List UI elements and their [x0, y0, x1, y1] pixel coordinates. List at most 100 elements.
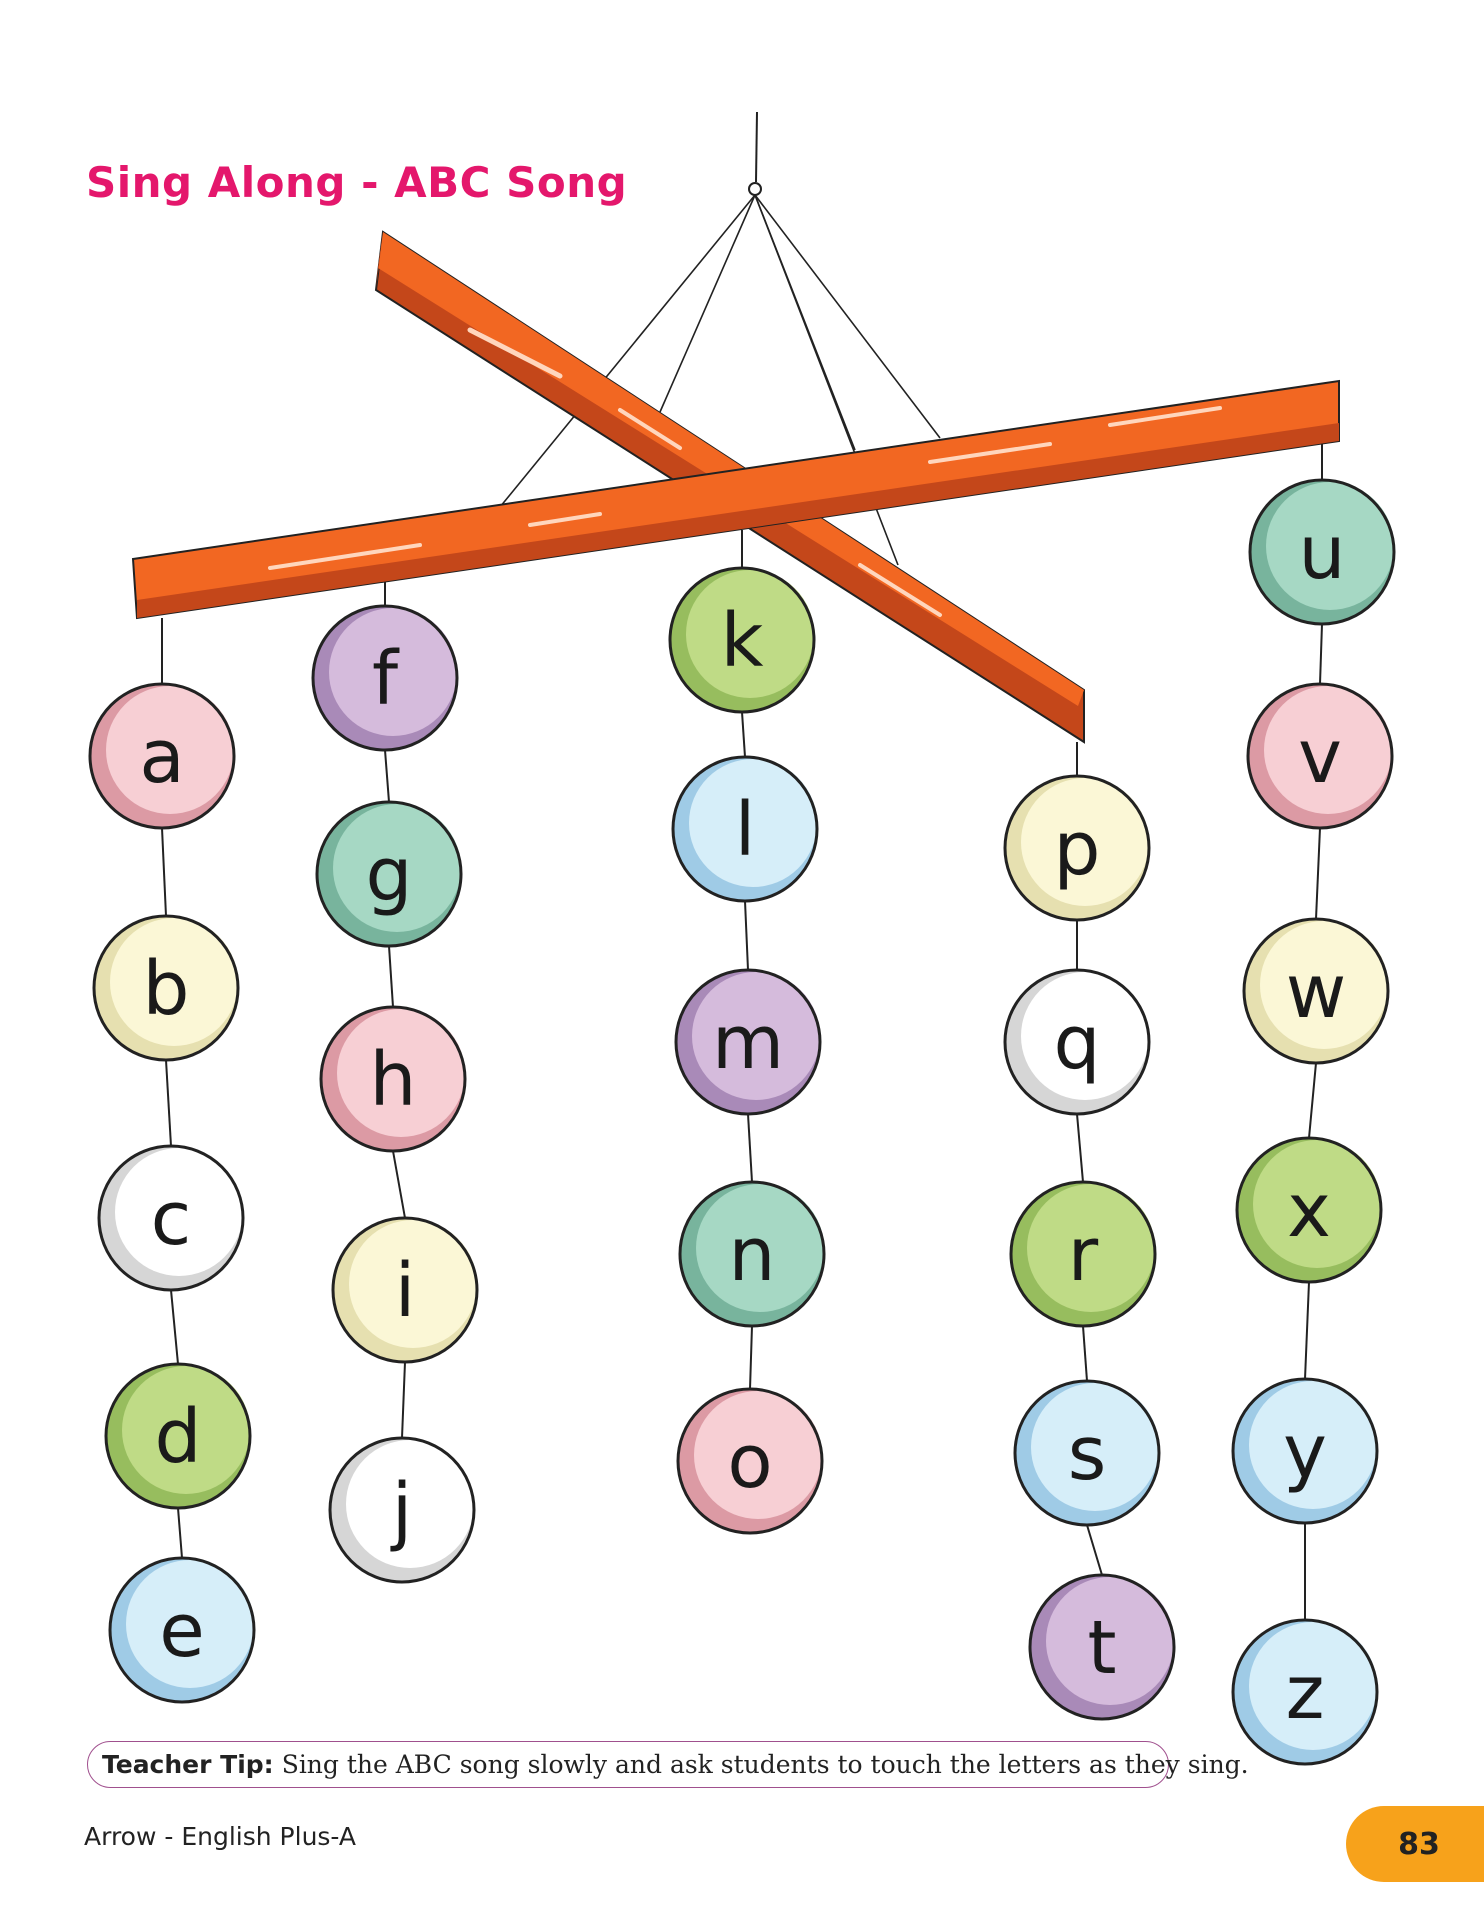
- letter-ball-n[interactable]: n: [678, 1180, 826, 1328]
- letter-ball-r[interactable]: r: [1009, 1180, 1157, 1328]
- letter-ball-o[interactable]: o: [676, 1387, 824, 1535]
- ball-letter: r: [1068, 1212, 1099, 1298]
- mobile-bars: [131, 111, 1340, 744]
- ball-outline: [328, 1436, 476, 1584]
- letter-ball-d[interactable]: d: [104, 1362, 252, 1510]
- ball-letter: u: [1299, 510, 1346, 596]
- ball-outline: [1231, 1377, 1379, 1525]
- letter-ball-i[interactable]: i: [331, 1216, 479, 1364]
- teacher-tip-text: Sing the ABC song slowly and ask student…: [281, 1750, 1249, 1779]
- hook-ring: [748, 182, 762, 196]
- ball-letter: p: [1054, 806, 1101, 892]
- ball-face: [1031, 1383, 1159, 1511]
- string-segment: [177, 1507, 183, 1559]
- ball-letter: a: [139, 714, 184, 800]
- hanging-strings: [161, 441, 1323, 1620]
- ball-letter: c: [151, 1176, 192, 1262]
- ball-face: [1253, 1140, 1381, 1268]
- ball-face: [696, 1184, 824, 1312]
- ball-face: [1021, 778, 1149, 906]
- ball-outline: [1013, 1379, 1161, 1527]
- letter-ball-c[interactable]: c: [97, 1144, 245, 1292]
- ball-outline: [108, 1556, 256, 1704]
- letter-ball-b[interactable]: b: [92, 914, 240, 1062]
- ball-face: [686, 570, 814, 698]
- ball-face: [1027, 1184, 1155, 1312]
- ball-letter: z: [1286, 1650, 1325, 1736]
- letter-ball-f[interactable]: f: [311, 604, 459, 752]
- page-number: 83: [1398, 1826, 1440, 1862]
- letter-ball-h[interactable]: h: [319, 1005, 467, 1153]
- ball-letter: s: [1068, 1411, 1107, 1497]
- ball-face: [329, 608, 457, 736]
- ball-outline: [88, 682, 236, 830]
- string-segment: [388, 945, 394, 1008]
- letter-ball-q[interactable]: q: [1003, 968, 1151, 1116]
- ball-outline: [1246, 682, 1394, 830]
- string-segment: [401, 1361, 406, 1439]
- ball-letter: q: [1054, 1000, 1101, 1086]
- ball-outline: [1028, 1573, 1176, 1721]
- string-segment: [384, 749, 390, 803]
- ball-letter: w: [1286, 949, 1347, 1035]
- string-segment: [165, 1059, 172, 1147]
- letter-ball-x[interactable]: x: [1235, 1136, 1383, 1284]
- letter-ball-y[interactable]: y: [1231, 1377, 1379, 1525]
- letter-ball-p[interactable]: p: [1003, 774, 1151, 922]
- letter-ball-l[interactable]: l: [671, 755, 819, 903]
- ball-face: [1260, 921, 1388, 1049]
- letter-ball-v[interactable]: v: [1246, 682, 1394, 830]
- horizontal-bar: [131, 379, 1340, 620]
- letter-ball-m[interactable]: m: [674, 968, 822, 1116]
- ball-outline: [674, 968, 822, 1116]
- string-segment: [170, 1289, 179, 1365]
- ball-outline: [678, 1180, 826, 1328]
- ball-outline: [1009, 1180, 1157, 1328]
- letter-ball-z[interactable]: z: [1231, 1618, 1379, 1766]
- letter-ball-k[interactable]: k: [668, 566, 816, 714]
- ball-face: [692, 972, 820, 1100]
- string-segment: [392, 1150, 406, 1219]
- suspension-string: [499, 194, 756, 508]
- letter-ball-u[interactable]: u: [1248, 478, 1396, 626]
- string-segment: [1086, 1524, 1103, 1576]
- ball-letter: n: [729, 1212, 776, 1298]
- ball-outline: [331, 1216, 479, 1364]
- ball-letter: e: [159, 1588, 205, 1674]
- ball-face: [1046, 1577, 1174, 1705]
- letter-ball-a[interactable]: a: [88, 682, 236, 830]
- ball-outline: [97, 1144, 245, 1292]
- ball-face: [1266, 482, 1394, 610]
- ball-letter: b: [143, 946, 190, 1032]
- letter-ball-g[interactable]: g: [315, 800, 463, 948]
- page-number-badge: 83: [1346, 1806, 1484, 1882]
- string-segment: [1304, 1281, 1310, 1380]
- letter-ball-w[interactable]: w: [1242, 917, 1390, 1065]
- ball-face: [689, 759, 817, 887]
- ball-letter: d: [155, 1394, 202, 1480]
- ball-outline: [1235, 1136, 1383, 1284]
- ball-outline: [311, 604, 459, 752]
- string-segment: [1308, 1062, 1317, 1139]
- ball-outline: [104, 1362, 252, 1510]
- string-segment: [1076, 1113, 1084, 1183]
- ball-outline: [671, 755, 819, 903]
- suspension-string: [659, 194, 756, 413]
- letter-ball-s[interactable]: s: [1013, 1379, 1161, 1527]
- ball-face: [126, 1560, 254, 1688]
- letter-ball-e[interactable]: e: [108, 1556, 256, 1704]
- ball-letter: g: [366, 832, 413, 918]
- ball-face: [349, 1220, 477, 1348]
- ball-letter: t: [1087, 1605, 1116, 1691]
- string-segment: [741, 711, 746, 758]
- hanging-hook-string: [755, 111, 758, 183]
- ball-letter: x: [1287, 1168, 1331, 1254]
- string-segment: [747, 1113, 753, 1183]
- ball-face: [1264, 686, 1392, 814]
- ball-outline: [1242, 917, 1390, 1065]
- string-segment: [744, 900, 749, 971]
- letter-ball-t[interactable]: t: [1028, 1573, 1176, 1721]
- letter-ball-j[interactable]: j: [328, 1436, 476, 1584]
- ball-face: [115, 1148, 243, 1276]
